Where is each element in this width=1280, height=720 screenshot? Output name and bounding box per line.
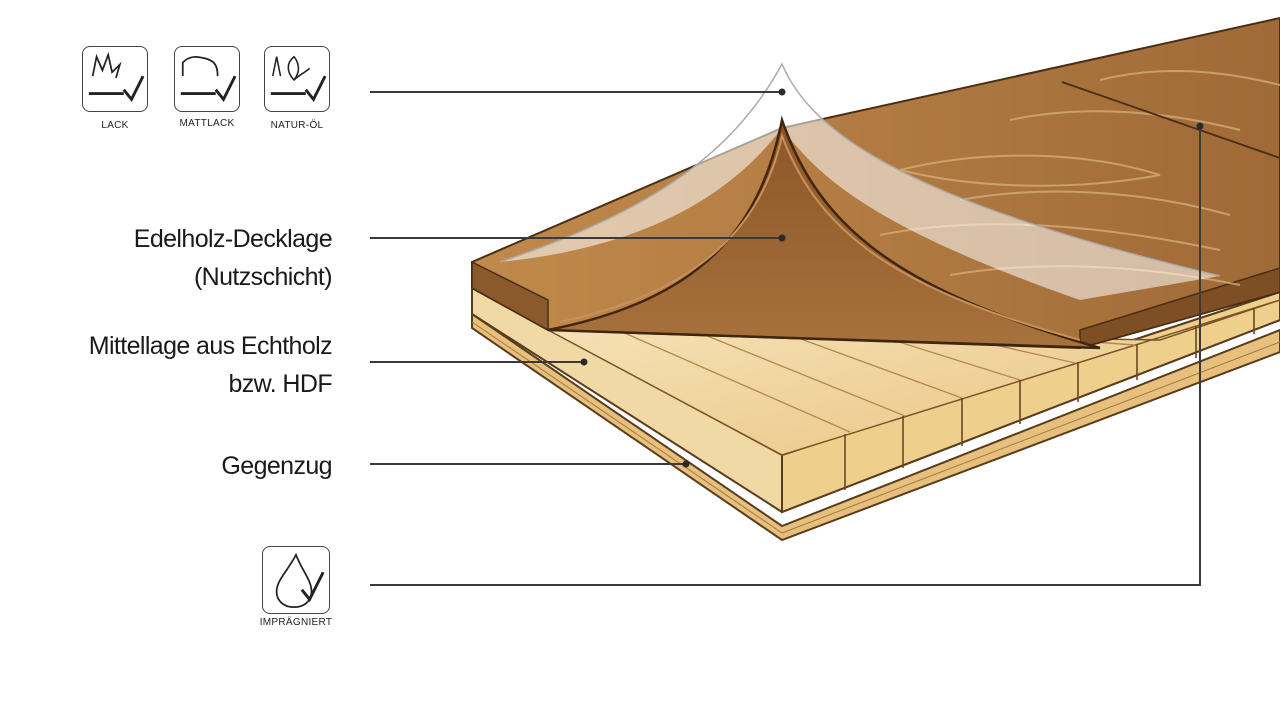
matte-lacquer-label: MATTLACK bbox=[179, 118, 235, 129]
lacquer-label: LACK bbox=[101, 120, 129, 131]
peeled-veneer bbox=[547, 115, 1101, 350]
top-layer-label-line1: Edelholz-Decklage bbox=[133, 225, 333, 253]
drop-icon bbox=[262, 546, 330, 614]
top-layer-label-line2: (Nutzschicht) bbox=[193, 263, 333, 291]
backing-layer-label: Gegenzug bbox=[221, 452, 332, 480]
natural-oil-label: NATUR-ÖL bbox=[270, 120, 324, 131]
leader-dots bbox=[580, 88, 1204, 468]
middle-layer-label-line1: Mittellage aus Echtholz bbox=[88, 332, 333, 360]
impregnated-label: IMPRÄGNIERT bbox=[259, 617, 333, 628]
core-layer bbox=[471, 286, 1280, 514]
leader-impregnated bbox=[370, 126, 1201, 586]
middle-layer-label-line2: bzw. HDF bbox=[228, 370, 332, 398]
natural-oil-icon bbox=[264, 46, 330, 112]
matte-lacquer-icon bbox=[174, 46, 240, 112]
finish-film bbox=[499, 62, 1221, 300]
leader-lines bbox=[370, 91, 1201, 586]
lacquer-icon bbox=[82, 46, 148, 112]
backing-layer bbox=[471, 312, 1280, 542]
